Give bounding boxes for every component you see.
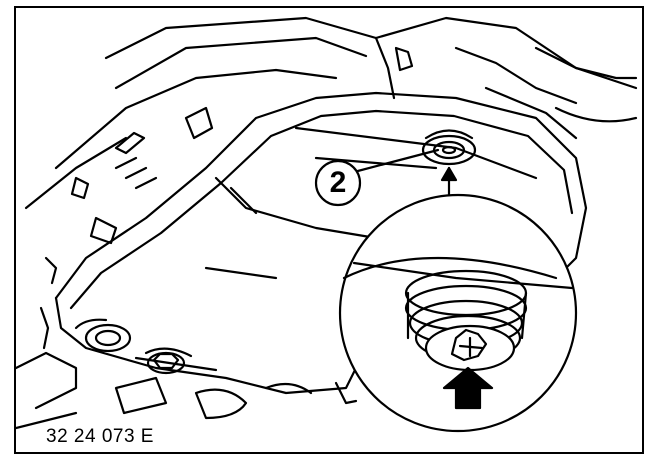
lower-structure <box>16 351 358 430</box>
oil-pan <box>54 91 588 395</box>
pointer-arrow-upper <box>440 166 458 200</box>
callout-leader-line <box>352 148 440 174</box>
drain-plug-lower <box>84 323 193 375</box>
reference-code: 32 24 073 E <box>46 426 154 447</box>
transmission-oil-pan-illustration <box>16 16 638 433</box>
side-bolts <box>39 106 214 350</box>
callout-number: 2 <box>329 166 347 199</box>
diagram-frame: 2 32 24 073 E <box>14 6 644 454</box>
transmission-housing <box>24 16 638 210</box>
fill-plug <box>421 129 477 166</box>
magnified-detail <box>338 193 578 433</box>
pointer-arrow-lower <box>442 366 494 410</box>
callout-circle <box>314 159 362 207</box>
